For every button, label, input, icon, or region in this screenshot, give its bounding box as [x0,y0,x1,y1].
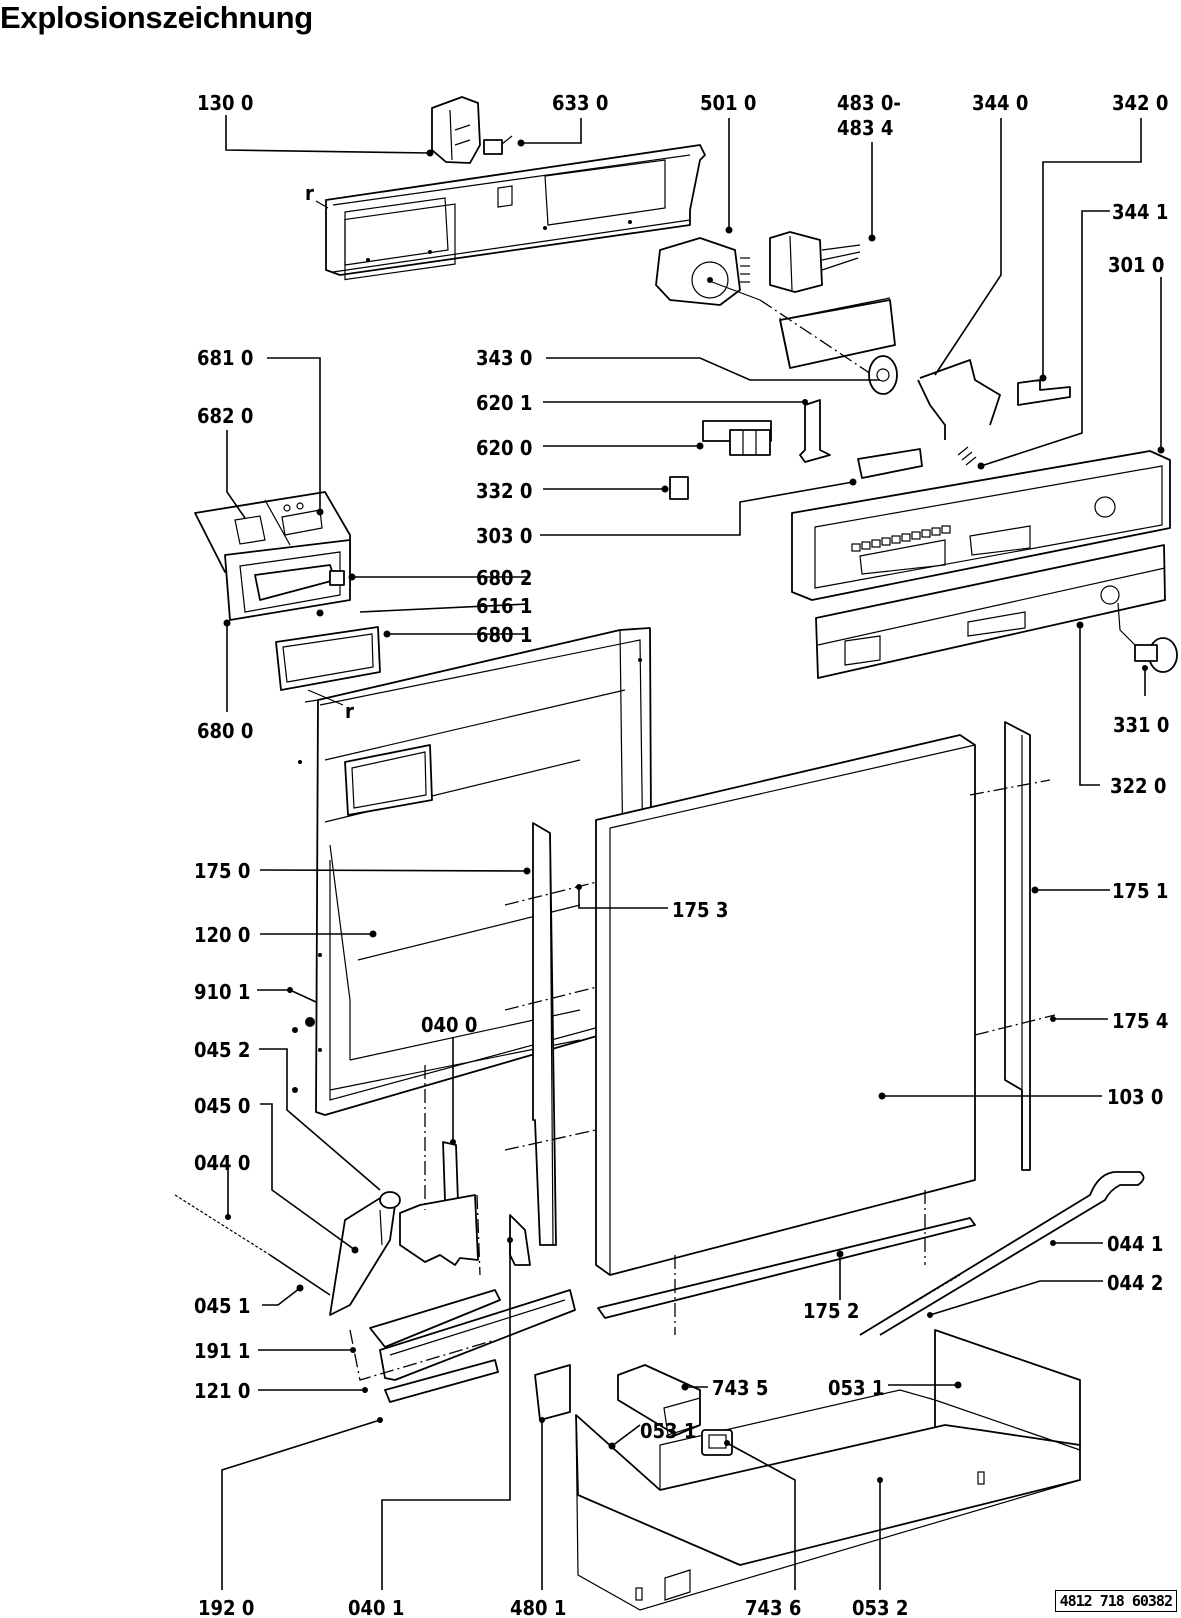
callout-483-0: 483 0- [837,91,901,115]
callout-322-0: 322 0 [1110,774,1166,798]
callout-120-0: 120 0 [194,923,250,947]
program-switch-bracket [779,297,896,369]
callout-483-4: 483 4 [837,116,893,140]
callout-044-2: 044 2 [1107,1271,1163,1295]
callout-332-0: 332 0 [476,479,532,503]
callout-501-0: 501 0 [700,91,756,115]
callout-743-6: 743 6 [745,1596,801,1618]
plinth-panel-part [575,1329,1081,1611]
marker-r-top: r [305,181,314,205]
callout-045-1: 045 1 [194,1294,250,1318]
knob-part [1117,602,1178,673]
callout-175-4: 175 4 [1112,1009,1168,1033]
callout-480-1: 480 1 [510,1596,566,1618]
plinth-clip-part [617,1364,701,1436]
callout-680-2: 680 2 [476,566,532,590]
relay-block-part [702,420,772,456]
document-number: 4812 718 60382 [1054,1590,1177,1612]
control-panel-frame [325,144,706,281]
callout-175-3: 175 3 [672,898,728,922]
callout-040-0: 040 0 [421,1013,477,1037]
callout-331-0: 331 0 [1113,713,1169,737]
callout-053-2: 053 2 [852,1596,908,1618]
hinge-bracket-part [399,1065,481,1276]
leader-lines [221,115,1165,1590]
cam-disc-part [868,355,898,395]
callout-910-1: 910 1 [194,980,250,1004]
callout-192-0: 192 0 [198,1596,254,1618]
callout-044-0: 044 0 [194,1151,250,1175]
detergent-dispenser-part [194,491,351,621]
callout-344-0: 344 0 [972,91,1028,115]
callout-130-0: 130 0 [197,91,253,115]
hinge-rod-right-part [859,1171,1145,1336]
hinge-spring-left-part [174,1194,331,1296]
relay-holder-part [799,399,831,463]
callout-342-0: 342 0 [1112,91,1168,115]
bottom-strip-part [597,1190,976,1335]
left-side-strip-part [504,822,606,1246]
timer-motor-part [655,237,761,306]
callout-175-1: 175 1 [1112,879,1168,903]
callout-045-0: 045 0 [194,1094,250,1118]
marker-r-left: r [345,699,354,723]
callout-616-1: 616 1 [476,594,532,618]
callout-053-1-left: 053 1 [640,1419,696,1443]
micro-switch-part [483,135,513,155]
hinge-spring-right-part [859,1274,961,1336]
program-buttons-row [851,525,951,552]
callout-040-1: 040 1 [348,1596,404,1618]
callout-121-0: 121 0 [194,1379,250,1403]
callout-053-1-right: 053 1 [828,1376,884,1400]
callout-743-5: 743 5 [712,1376,768,1400]
callout-301-0: 301 0 [1108,253,1164,277]
hinge-arm-part [329,1191,401,1316]
callout-191-1: 191 1 [194,1339,250,1363]
callout-680-1: 680 1 [476,623,532,647]
plinth-connector-part [701,1429,733,1456]
hinge-rail-part [349,1289,576,1403]
callout-labels: 130 0 633 0 501 0 483 0- 483 4 344 0 342… [194,91,1169,1618]
control-fascia-part [791,450,1171,601]
callout-682-0: 682 0 [197,404,253,428]
callout-344-1: 344 1 [1112,200,1168,224]
right-side-strip-part [969,721,1056,1171]
small-switch-part [669,476,689,500]
dispenser-gasket-part [275,626,381,691]
page-title: Explosionszeichnung [0,0,313,35]
callout-303-0: 303 0 [476,524,532,548]
callout-343-0: 343 0 [476,346,532,370]
callout-103-0: 103 0 [1107,1085,1163,1109]
callout-175-0: 175 0 [194,859,250,883]
callout-633-0: 633 0 [552,91,608,115]
callout-620-0: 620 0 [476,436,532,460]
callout-045-2: 045 2 [194,1038,250,1062]
outer-door-panel-part [595,734,976,1276]
lever-spring-part [917,359,1001,466]
door-lock-part [431,96,481,164]
callout-681-0: 681 0 [197,346,253,370]
callout-175-2: 175 2 [803,1299,859,1323]
panel-handle-part [857,448,923,479]
cover-strip-part [815,544,1166,679]
latch-part [1017,379,1071,406]
hinge-clip-part [534,1364,571,1421]
callout-044-1: 044 1 [1107,1232,1163,1256]
callout-620-1: 620 1 [476,391,532,415]
callout-680-0: 680 0 [197,719,253,743]
connector-block-part [769,231,861,293]
